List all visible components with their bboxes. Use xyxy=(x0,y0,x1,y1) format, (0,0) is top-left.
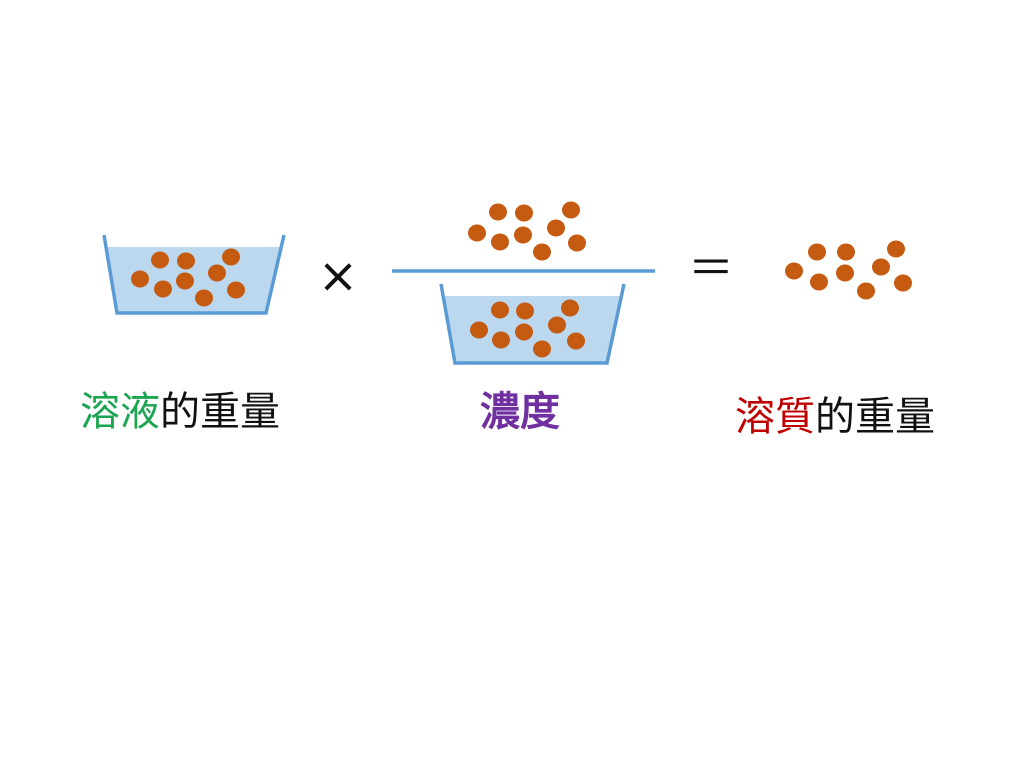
particle-dot xyxy=(227,281,245,299)
multiply-operator: × xyxy=(318,248,358,304)
solute-weight-label: 溶質的重量 xyxy=(735,393,935,441)
solute-weight-highlight: 溶質 xyxy=(735,394,815,440)
particle-dot xyxy=(195,289,213,307)
solution-weight-rest: 的重量 xyxy=(160,389,280,435)
denominator-basin-icon xyxy=(439,283,626,365)
particle-dot xyxy=(561,299,579,317)
equals-operator: ＝ xyxy=(688,241,734,295)
particle-dot xyxy=(491,233,509,251)
solute-weight-rest: 的重量 xyxy=(815,394,935,440)
particle-dot xyxy=(872,258,890,276)
particle-dot xyxy=(514,226,532,244)
particle-dot xyxy=(176,272,194,290)
particle-dot xyxy=(533,243,551,261)
particle-dot xyxy=(837,243,855,261)
solution-particles xyxy=(131,248,245,307)
particle-dot xyxy=(516,302,534,320)
basin-outline xyxy=(102,234,286,315)
particle-dot xyxy=(222,248,240,266)
particle-dot xyxy=(515,204,533,222)
particle-dot xyxy=(468,224,486,242)
concentration-label: 濃度 xyxy=(480,389,560,435)
particle-dot xyxy=(515,323,533,341)
particle-dot xyxy=(785,262,803,280)
particle-dot xyxy=(492,331,510,349)
particle-dot xyxy=(857,282,875,300)
particle-dot xyxy=(151,251,169,269)
particle-dot xyxy=(836,264,854,282)
numerator-particles-icon xyxy=(468,201,586,261)
particle-dot xyxy=(533,340,551,358)
solution-basin-icon xyxy=(102,234,286,315)
particle-dot xyxy=(547,219,565,237)
solution-weight-highlight: 溶液 xyxy=(80,389,160,435)
particle-dot xyxy=(177,252,195,270)
particle-dot xyxy=(548,316,566,334)
particle-dot xyxy=(489,203,507,221)
particle-dot xyxy=(470,321,488,339)
particle-dot xyxy=(562,201,580,219)
particle-dot xyxy=(568,234,586,252)
particle-dot xyxy=(808,243,826,261)
particle-dot xyxy=(491,301,509,319)
particle-dot xyxy=(154,280,172,298)
particle-dot xyxy=(131,270,149,288)
particle-dot xyxy=(887,240,905,258)
particle-dot xyxy=(208,264,226,282)
particle-dot xyxy=(810,273,828,291)
particle-dot xyxy=(567,332,585,350)
particle-dot xyxy=(894,274,912,292)
solution-weight-label: 溶液的重量 xyxy=(80,388,280,436)
denominator-particles xyxy=(470,299,585,358)
basin-outline xyxy=(439,283,626,365)
solute-particles-icon xyxy=(785,240,912,300)
